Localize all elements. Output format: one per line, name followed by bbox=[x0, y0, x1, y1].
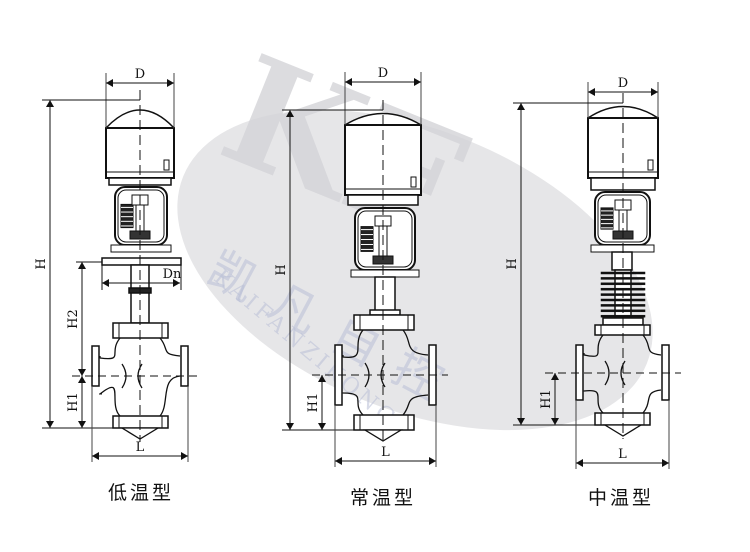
dim-l-arrow-left bbox=[335, 457, 342, 465]
valve-normal: D H H1L bbox=[274, 66, 448, 467]
dim-l-arrow-left bbox=[92, 452, 99, 460]
dim-d-label: D bbox=[618, 76, 628, 91]
actuator-handle-icon bbox=[163, 159, 170, 171]
dim-h-label: H bbox=[505, 258, 520, 269]
cooling-fin bbox=[600, 282, 646, 286]
dim-h1-arrow-top bbox=[551, 373, 559, 380]
dim-l-label: L bbox=[618, 447, 627, 462]
dim-d-arrow-left bbox=[106, 79, 113, 87]
dim-d-arrow-right bbox=[414, 78, 421, 86]
actuator-handle-icon bbox=[647, 159, 654, 171]
dim-h-arrow-bottom bbox=[46, 421, 54, 428]
dim-d-label: D bbox=[135, 67, 145, 82]
dim-l-arrow-right bbox=[662, 459, 669, 467]
dim-h-arrow-top bbox=[517, 103, 525, 110]
body-top-flange bbox=[353, 314, 415, 331]
body-bottom-flange bbox=[353, 414, 415, 431]
dim-d-arrow-left bbox=[345, 78, 352, 86]
dim-l-label: L bbox=[381, 445, 390, 460]
actuator-handle-icon bbox=[410, 176, 417, 188]
bonnet-neck bbox=[611, 251, 633, 271]
valve-body-outline bbox=[583, 334, 662, 414]
dim-dn-arrow-right bbox=[173, 279, 180, 287]
dim-l-arrow-right bbox=[181, 452, 188, 460]
dim-dn-arrow-left bbox=[102, 279, 109, 287]
extension-flange-plate bbox=[101, 257, 182, 266]
valve-body-outline bbox=[342, 329, 429, 416]
dim-d-arrow-left bbox=[588, 88, 595, 96]
dim-h1-arrow-bottom bbox=[318, 423, 326, 430]
left-end-flange bbox=[91, 345, 100, 387]
dim-h1-label: H1 bbox=[539, 389, 554, 409]
cooling-fin bbox=[600, 298, 646, 302]
dim-h-label: H bbox=[34, 258, 49, 269]
dim-h1-arrow-top bbox=[318, 375, 326, 382]
dim-h1-label: H1 bbox=[66, 392, 81, 412]
dim-d-arrow-right bbox=[651, 88, 658, 96]
yoke-base-plate bbox=[110, 244, 172, 253]
positioner-scale bbox=[360, 226, 374, 252]
dim-h1-label: H1 bbox=[306, 393, 321, 413]
dim-h2-arrow-top bbox=[78, 262, 86, 269]
dim-h2-label: H2 bbox=[66, 309, 81, 329]
dim-h2-arrow-bottom bbox=[78, 369, 86, 376]
bonnet-neck bbox=[374, 276, 396, 313]
dim-h-arrow-top bbox=[286, 110, 294, 117]
caption-medium-temp: 中温型 bbox=[588, 487, 655, 509]
dim-h-arrow-top bbox=[46, 100, 54, 107]
dim-d-arrow-right bbox=[167, 79, 174, 87]
dim-d-label: D bbox=[378, 66, 388, 81]
yoke-base-plate bbox=[350, 269, 420, 278]
caption-low-temp: 低温型 bbox=[108, 482, 175, 504]
dim-l-arrow-right bbox=[429, 457, 436, 465]
dim-l-arrow-left bbox=[576, 459, 583, 467]
dim-h-label: H bbox=[274, 264, 289, 275]
caption-normal-temp: 常温型 bbox=[350, 487, 417, 509]
right-end-flange bbox=[180, 345, 189, 387]
valve-medium: D H H1L bbox=[505, 76, 681, 469]
dim-l-label: L bbox=[136, 440, 145, 455]
dim-dn-label: Dn bbox=[163, 267, 182, 282]
dim-h-arrow-bottom bbox=[286, 423, 294, 430]
dim-h1-arrow-bottom bbox=[551, 418, 559, 425]
dim-h1-arrow-top bbox=[78, 376, 86, 383]
cooling-fin bbox=[600, 314, 646, 318]
dim-h1-arrow-bottom bbox=[78, 421, 86, 428]
dim-h-arrow-bottom bbox=[517, 418, 525, 425]
valve-body-outline bbox=[99, 337, 181, 417]
